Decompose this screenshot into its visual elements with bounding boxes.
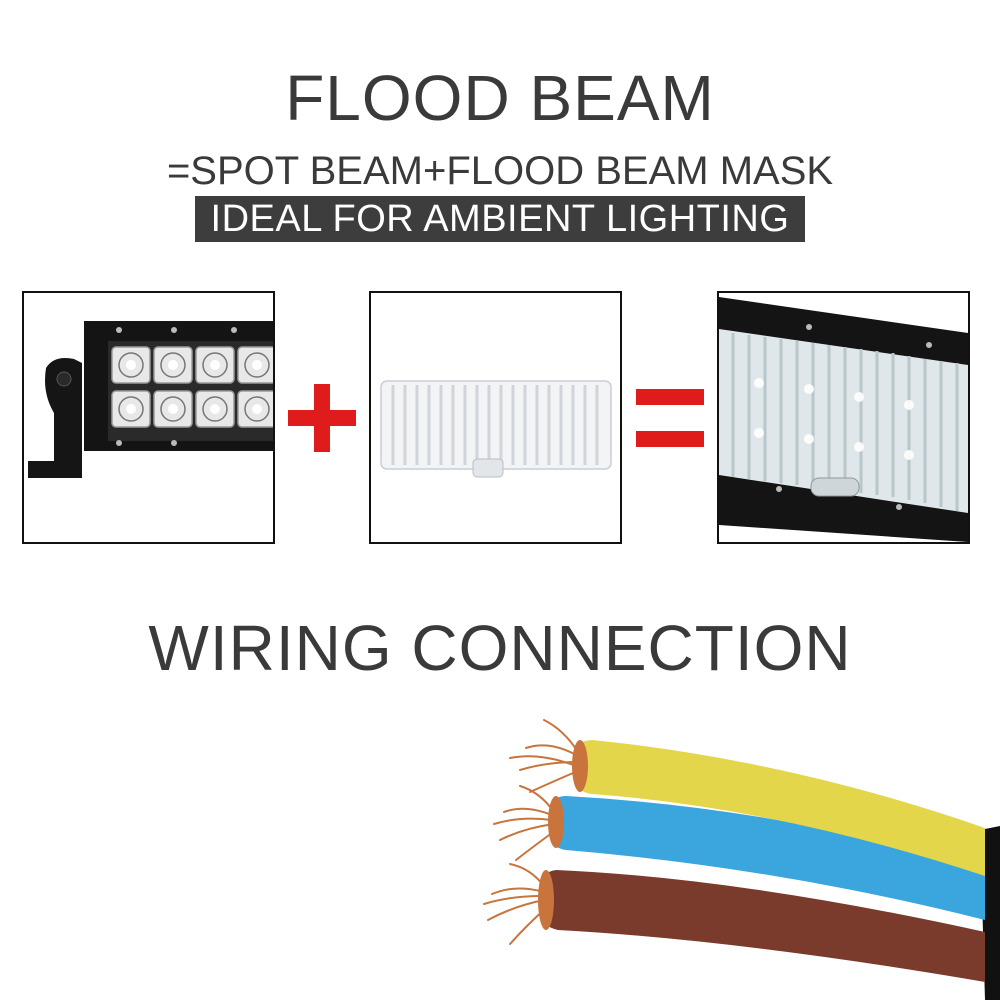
flood-beam-light-bar-icon — [719, 293, 968, 542]
equals-icon — [636, 389, 704, 447]
spot-beam-light-bar-icon — [24, 293, 273, 542]
spot-beam-panel — [22, 291, 275, 544]
banner-row: IDEAL FOR AMBIENT LIGHTING — [0, 196, 1000, 242]
ambient-lighting-banner: IDEAL FOR AMBIENT LIGHTING — [194, 196, 806, 242]
wiring-heading: WIRING CONNECTION — [148, 612, 852, 684]
page-title: FLOOD BEAM — [285, 62, 715, 134]
beam-formula: =SPOT BEAM+FLOOD BEAM MASK — [166, 149, 834, 193]
flood-mask-panel — [369, 291, 622, 544]
flood-beam-mask-icon — [371, 293, 620, 542]
flood-beam-result-panel — [717, 291, 970, 544]
three-core-cable-icon — [483, 719, 1000, 1000]
plus-icon — [288, 384, 356, 452]
